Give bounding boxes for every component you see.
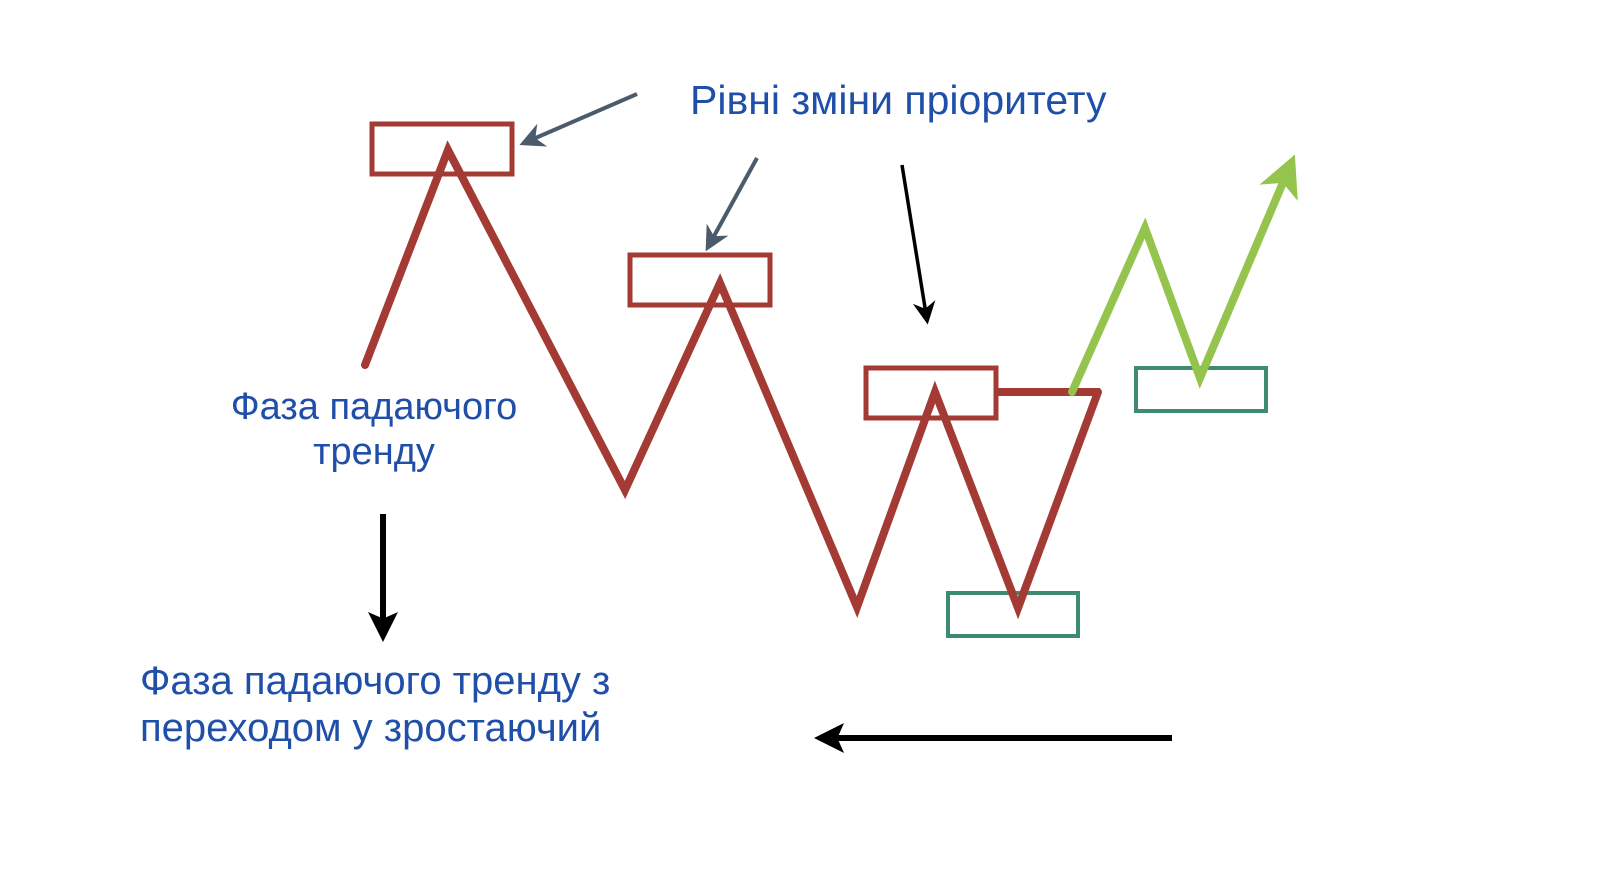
falling-phase-label: Фаза падаючого тренду: [230, 386, 518, 473]
uptrend-line: [1068, 154, 1298, 396]
page-title: Рівні зміни пріоритету: [690, 77, 1107, 123]
transition-phase-label: Фаза падаючого тренду з переходом у зрос…: [140, 659, 611, 751]
callout-arrow-2: [705, 157, 759, 252]
callout-arrow-1: [519, 92, 638, 147]
level-box-resistance-2: [627, 252, 773, 308]
downtrend-line: [361, 140, 1102, 620]
callout-arrow-3: [900, 164, 936, 325]
